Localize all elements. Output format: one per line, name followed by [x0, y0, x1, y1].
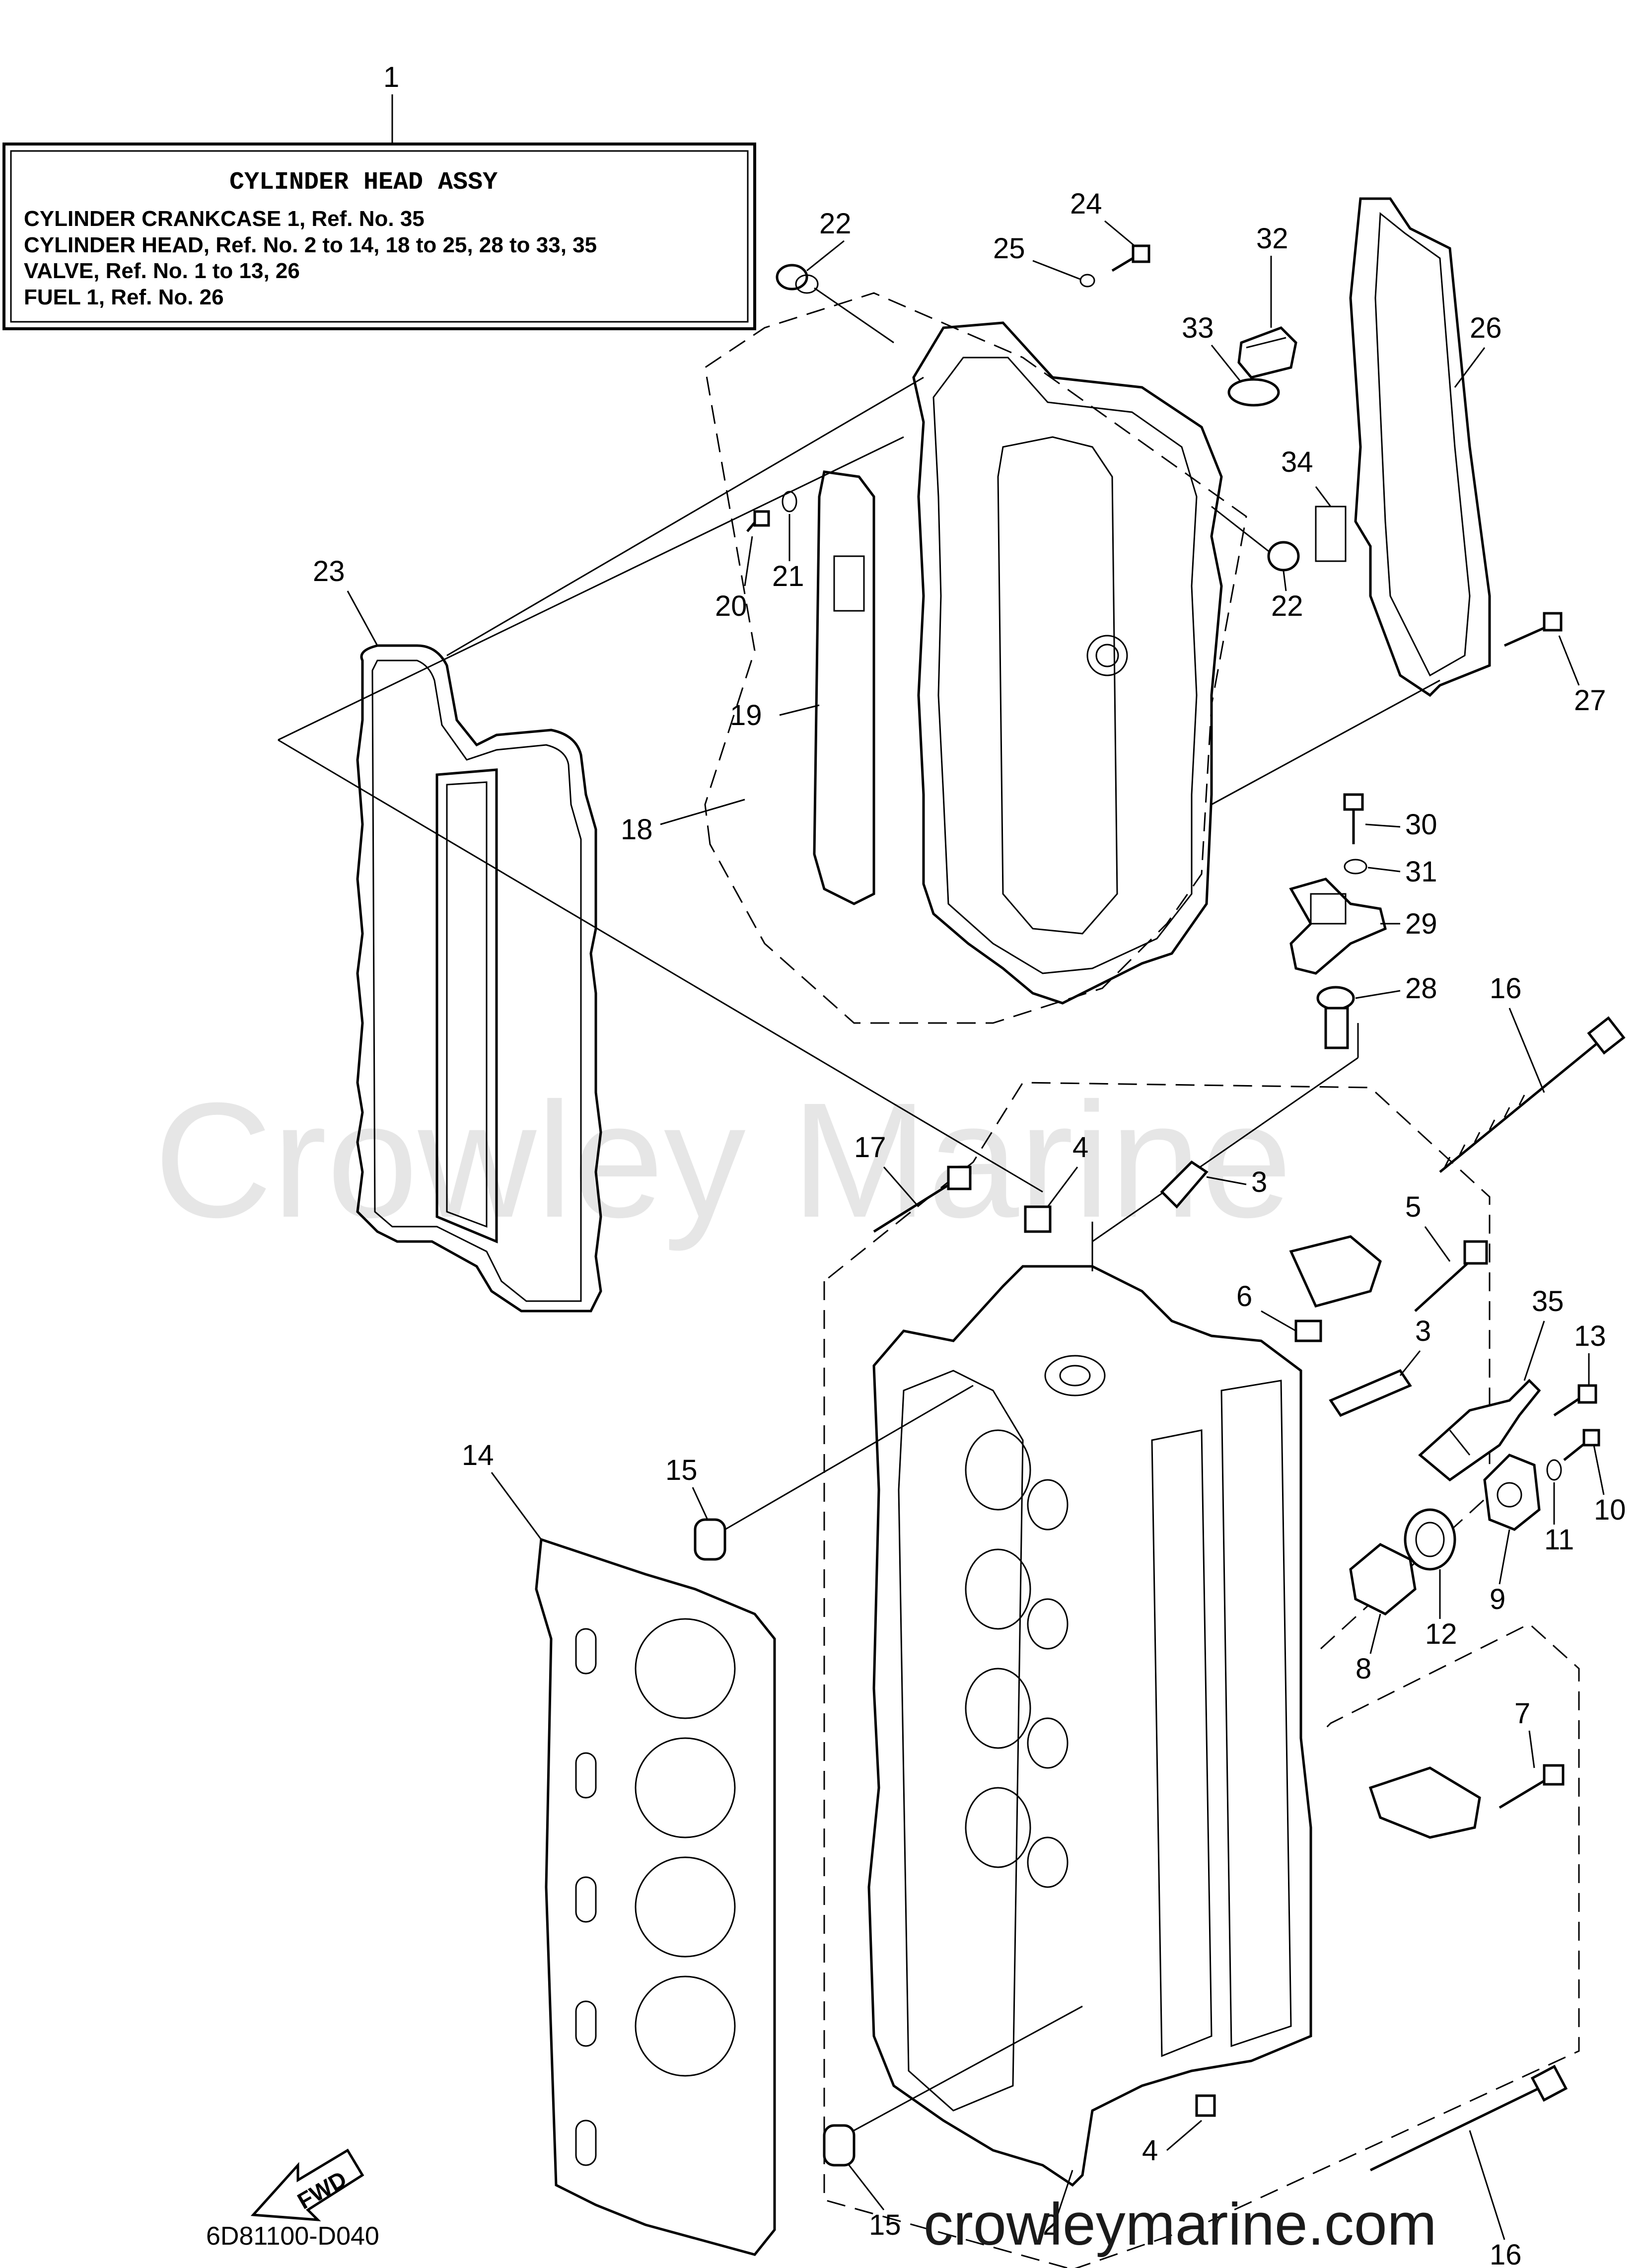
part-label: 21: [772, 560, 804, 592]
washer: [1079, 274, 1095, 288]
cover-bracket: [1315, 197, 1491, 697]
part-label: 6: [1236, 1280, 1252, 1313]
bolt: [873, 1166, 972, 1233]
part-label: 34: [1281, 446, 1313, 478]
long-bolt: [1369, 2064, 1568, 2172]
part-label: 16: [1490, 972, 1522, 1005]
assembly-line: CYLINDER CRANKCASE 1, Ref. No. 35: [24, 207, 425, 231]
assembly-title: CYLINDER HEAD ASSY: [229, 168, 498, 197]
long-bolt: [1439, 1016, 1626, 1173]
part-label: 30: [1405, 808, 1437, 841]
part-label: 1: [383, 61, 399, 93]
cover-plate: [813, 470, 875, 905]
part-label: 11: [1544, 1524, 1574, 1556]
part-label: 4: [1072, 1131, 1088, 1164]
part-label: 12: [1425, 1618, 1457, 1650]
dowel-pin: [1160, 1160, 1209, 1209]
bolt: [1111, 244, 1150, 272]
part-label: 16: [1490, 2239, 1522, 2268]
bolt: [1499, 1764, 1565, 1809]
part-label: 23: [313, 555, 345, 587]
spark-plug: [1418, 1379, 1541, 1482]
part-label: 22: [1271, 590, 1303, 622]
part-label: 10: [1594, 1494, 1626, 1526]
washer: [1546, 1459, 1562, 1481]
cover-gasket: [356, 644, 602, 1313]
head-group-boundary: [823, 1082, 1580, 2268]
part-label: 3: [1415, 1315, 1431, 1347]
part-label: 24: [1070, 188, 1102, 220]
part-label: 33: [1182, 312, 1214, 344]
cylinder-head-cover: [912, 321, 1223, 1005]
cylinder-head: [867, 1265, 1312, 2187]
o-ring: [1227, 378, 1280, 407]
part-label: 9: [1490, 1583, 1505, 1615]
part-label: 26: [1470, 312, 1502, 344]
bolt: [746, 510, 770, 532]
grommet: [1211, 506, 1300, 572]
dowel-pin: [823, 2005, 1083, 2167]
part-label: 18: [621, 813, 653, 846]
part-label: 31: [1405, 856, 1437, 888]
part-label: 19: [730, 699, 762, 732]
part-label: 35: [1532, 1285, 1564, 1317]
assembly-line: VALVE, Ref. No. 1 to 13, 26: [24, 259, 300, 283]
collar: [1349, 1543, 1417, 1615]
part-label: 32: [1256, 222, 1288, 255]
part-label: 15: [665, 1454, 698, 1486]
clamp: [1368, 1766, 1481, 1839]
washer: [1344, 859, 1367, 875]
part-label: 13: [1574, 1320, 1606, 1352]
diagram-code: 6D81100-D040: [206, 2222, 379, 2251]
plug: [1316, 986, 1355, 1049]
cam-position-sensor: [1289, 878, 1387, 975]
part-label: 25: [993, 232, 1025, 265]
oil-seal: [1404, 1508, 1456, 1571]
part-label: 3: [1251, 1166, 1267, 1198]
assembly-line: FUEL 1, Ref. No. 26: [24, 285, 224, 309]
bolt: [1414, 1240, 1488, 1312]
bolt: [1503, 612, 1563, 647]
watermark: Crowley Marine: [154, 1068, 1292, 1252]
assembly-title-box: 1 CYLINDER HEAD ASSY CYLINDER CRANKCASE …: [2, 61, 756, 330]
part-label: 14: [462, 1439, 494, 1471]
forward-arrow-icon: FWD: [250, 2148, 364, 2222]
oil-filler-cap: [1237, 326, 1297, 379]
part-label: 17: [854, 1131, 886, 1164]
bolt: [1343, 793, 1364, 844]
dowel-pin: [694, 1385, 974, 1561]
end-cover: [1483, 1454, 1541, 1531]
bolt: [1563, 1429, 1600, 1461]
head-gasket: [535, 1537, 776, 2256]
site-url: crowleymarine.com: [924, 2191, 1437, 2258]
part-label: 7: [1514, 1697, 1530, 1730]
part-label: 29: [1405, 908, 1437, 940]
clamp: [1289, 1235, 1382, 1308]
part-label: 22: [819, 208, 852, 240]
assembly-line: CYLINDER HEAD, Ref. No. 2 to 14, 18 to 2…: [24, 233, 597, 257]
part-label: 5: [1405, 1191, 1421, 1223]
part-label: 27: [1574, 684, 1606, 717]
part-label: 2: [1043, 2209, 1059, 2241]
part-label: 4: [1142, 2134, 1158, 2167]
dowel-pin: [1329, 1369, 1412, 1417]
collar: [1294, 1319, 1322, 1342]
bolt: [1553, 1384, 1597, 1417]
part-label: 20: [715, 590, 747, 622]
part-label: 15: [869, 2209, 901, 2241]
part-label: 8: [1356, 1653, 1371, 1685]
plug: [1024, 1205, 1052, 1233]
plug: [1195, 2094, 1216, 2117]
grommet: [776, 264, 894, 344]
part-label: 28: [1405, 972, 1437, 1005]
